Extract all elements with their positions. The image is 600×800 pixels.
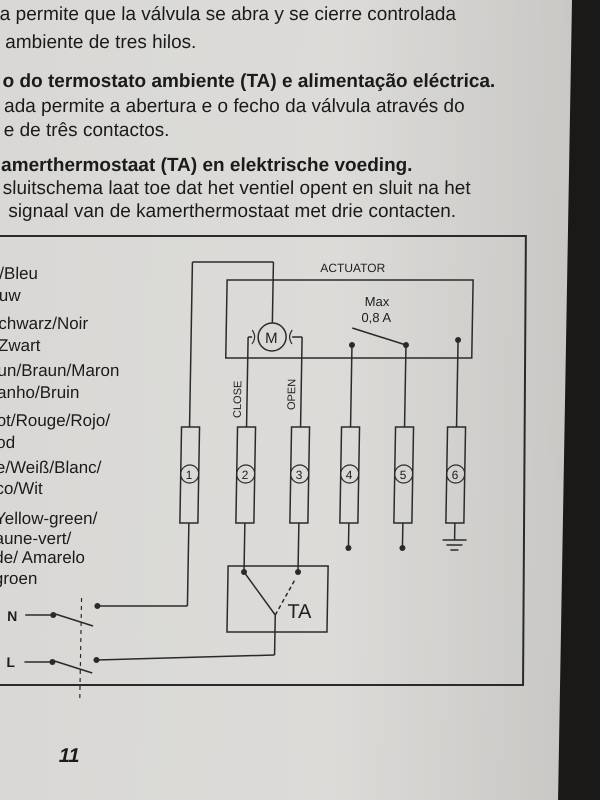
page-number: 11 bbox=[58, 745, 80, 767]
terminal-5: 5 bbox=[393, 426, 415, 524]
terminal-4: 4 bbox=[339, 426, 361, 524]
nl-text-line-2: signaal van de kamerthermostaat met drie… bbox=[8, 201, 457, 222]
legend-line-5: un/Braun/Maron bbox=[0, 361, 120, 380]
legend-line-3: chwarz/Noir bbox=[0, 314, 89, 333]
legend-line-11: Yellow-green/ bbox=[0, 509, 98, 528]
terminal-6: 6 bbox=[445, 426, 467, 524]
terminal-3: 3 bbox=[289, 426, 311, 524]
pt-text-line-2: e de três contactos. bbox=[3, 120, 170, 141]
diagram-frame bbox=[0, 235, 527, 686]
actuator-box bbox=[224, 279, 474, 359]
close-label: CLOSE bbox=[232, 381, 245, 418]
legend-line-8: od bbox=[0, 433, 16, 452]
pt-text-line-1: ada permite a abertura e o fecho da válv… bbox=[3, 96, 465, 117]
switch-linkage bbox=[79, 598, 83, 700]
current-rating-label: 0,8 A bbox=[361, 310, 391, 325]
thermostat-label: TA bbox=[287, 601, 312, 623]
es-text-line-2: ambiente de tres hilos. bbox=[5, 32, 197, 53]
max-label: Max bbox=[365, 294, 390, 309]
legend-line-7: ot/Rouge/Rojo/ bbox=[0, 411, 111, 430]
pt-heading: o do termostato ambiente (TA) e alimenta… bbox=[2, 71, 496, 92]
actuator-label: ACTUATOR bbox=[320, 261, 385, 275]
line-label: L bbox=[6, 654, 15, 670]
terminal-2: 2 bbox=[235, 426, 257, 524]
terminal-5-label: 5 bbox=[400, 468, 407, 482]
legend-line-13: de/ Amarelo bbox=[0, 548, 86, 567]
legend-line-12: aune-vert/ bbox=[0, 529, 72, 548]
terminal-1: 1 bbox=[179, 426, 201, 524]
nl-text-line-1: sluitschema laat toe dat het ventiel ope… bbox=[2, 178, 471, 199]
thermostat-box bbox=[226, 565, 329, 633]
legend-line-9: e/Weiß/Blanc/ bbox=[0, 458, 102, 477]
terminal-4-label: 4 bbox=[346, 468, 353, 482]
open-label: OPEN bbox=[286, 379, 299, 410]
legend-line-6: anho/Bruin bbox=[0, 383, 80, 402]
legend-line-1: /Bleu bbox=[0, 264, 39, 283]
es-text-line-1: a permite que la válvula se abra y se ci… bbox=[0, 4, 457, 25]
manual-page: a permite que la válvula se abra y se ci… bbox=[0, 0, 572, 800]
terminal-2-label: 2 bbox=[242, 468, 249, 482]
terminal-1-label: 1 bbox=[186, 468, 193, 482]
wiring-diagram: ACTUATOR Max 0,8 A M CLOSE OPEN 1 bbox=[0, 235, 527, 700]
legend-line-2: uw bbox=[0, 286, 21, 305]
terminal-3-label: 3 bbox=[296, 468, 303, 482]
legend-line-4: Zwart bbox=[0, 336, 41, 355]
legend-line-14: groen bbox=[0, 569, 38, 588]
legend-line-10: co/Wit bbox=[0, 479, 43, 498]
neutral-label: N bbox=[7, 608, 17, 624]
nl-heading: amerthermostaat (TA) en elektrische voed… bbox=[0, 155, 413, 176]
motor-label: M bbox=[265, 330, 278, 347]
terminal-6-label: 6 bbox=[452, 468, 459, 482]
